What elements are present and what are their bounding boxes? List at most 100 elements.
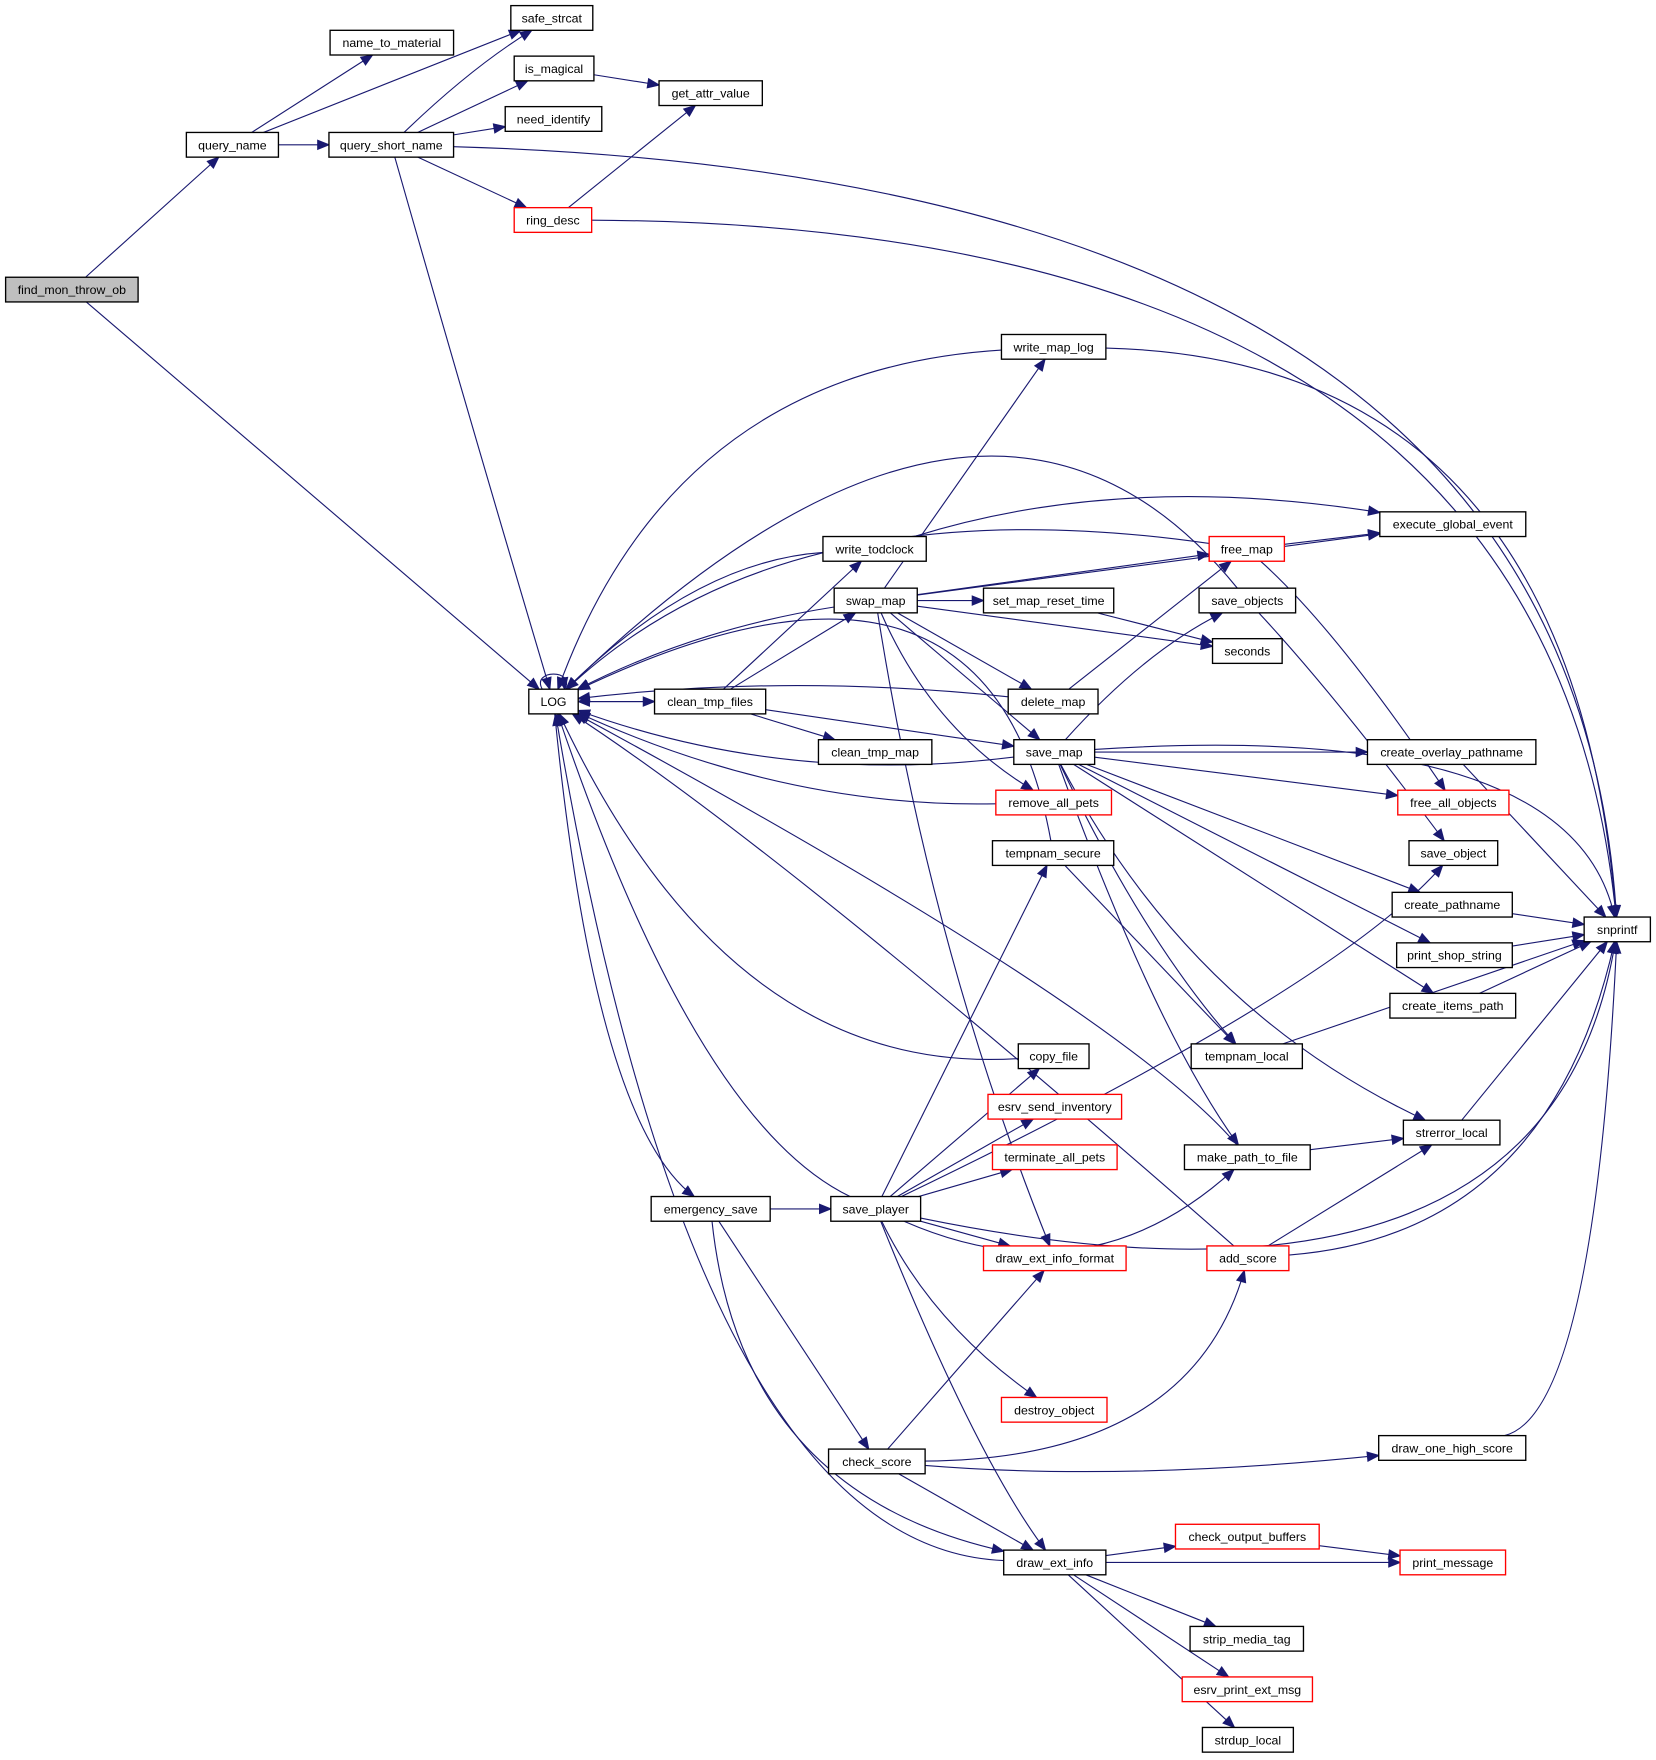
node-label: strip_media_tag	[1203, 1632, 1291, 1646]
node-save-player[interactable]: save_player	[830, 1195, 922, 1222]
node-box	[1391, 891, 1513, 918]
edge-ring_desc-to-get_attr_value-arrowhead	[682, 104, 697, 118]
edge-ring_desc-to-get_attr_value	[567, 105, 696, 209]
node-write-todclock[interactable]: write_todclock	[822, 535, 927, 562]
node-label: draw_one_high_score	[1392, 1441, 1513, 1455]
node-free-map[interactable]: free_map	[1208, 535, 1286, 562]
node-box	[822, 535, 927, 562]
node-create-pathname[interactable]: create_pathname	[1391, 891, 1513, 918]
node-draw-one-high-score[interactable]: draw_one_high_score	[1378, 1434, 1527, 1461]
node-query-short-name[interactable]: query_short_name	[328, 131, 455, 158]
node-get-attr-value[interactable]: get_attr_value	[658, 80, 763, 107]
edge-emergency_save-to-check_score	[718, 1220, 870, 1450]
node-need-identify[interactable]: need_identify	[504, 105, 603, 132]
node-draw-ext-info[interactable]: draw_ext_info	[1003, 1549, 1107, 1576]
node-label: query_name	[198, 138, 267, 152]
edge-make_path_to_file-to-strerror_local-arrowhead	[1391, 1134, 1405, 1146]
node-emergency-save[interactable]: emergency_save	[650, 1195, 771, 1222]
edge-query_name-to-safe_strcat-arrowhead	[507, 29, 523, 40]
node-strerror-local[interactable]: strerror_local	[1402, 1119, 1501, 1146]
edge-tempnam_local-to-snprintf-arrowhead	[1571, 939, 1586, 950]
node-esrv-send-inventory[interactable]: esrv_send_inventory	[987, 1093, 1123, 1120]
node-check-score[interactable]: check_score	[827, 1448, 926, 1475]
node-box	[653, 688, 767, 715]
node-name-to-material[interactable]: name_to_material	[329, 29, 455, 56]
node-query-name[interactable]: query_name	[185, 131, 280, 158]
edge-check_output_buffers-to-print_message-arrowhead	[1387, 1549, 1402, 1560]
node-free-all-objects[interactable]: free_all_objects	[1397, 789, 1510, 816]
node-set-map-reset-time[interactable]: set_map_reset_time	[982, 587, 1115, 614]
edge-swap_map-to-seconds	[917, 605, 1213, 647]
node-box	[1389, 992, 1517, 1019]
node-is-magical[interactable]: is_magical	[513, 55, 595, 82]
node-save-object[interactable]: save_object	[1408, 840, 1499, 867]
node-find-mon-throw-ob[interactable]: find_mon_throw_ob	[4, 276, 139, 303]
node-make-path-to-file[interactable]: make_path_to_file	[1183, 1144, 1311, 1171]
node-tempnam-secure[interactable]: tempnam_secure	[991, 840, 1115, 867]
node-label: ring_desc	[526, 213, 579, 227]
node-print-shop-string[interactable]: print_shop_string	[1395, 942, 1513, 969]
node-write-map-log[interactable]: write_map_log	[1000, 333, 1107, 360]
node-check-output-buffers[interactable]: check_output_buffers	[1174, 1523, 1320, 1550]
edge-find_mon_throw_ob-to-LOG-arrowhead	[526, 677, 541, 691]
node-destroy-object[interactable]: destroy_object	[1000, 1396, 1108, 1423]
node-create-overlay-pathname[interactable]: create_overlay_pathname	[1366, 739, 1537, 766]
edge-query_name-to-name_to_material-arrowhead	[359, 54, 374, 66]
edge-add_score-to-LOG	[572, 713, 1235, 1247]
node-draw-ext-info-format[interactable]: draw_ext_info_format	[982, 1245, 1127, 1272]
node-copy-file[interactable]: copy_file	[1017, 1043, 1090, 1070]
edge-query_short_name-to-ring_desc-arrowhead	[513, 197, 528, 209]
node-box	[1017, 1043, 1090, 1070]
edge-emergency_save-to-draw_ext_info-arrowhead	[991, 1543, 1006, 1554]
node-ring-desc[interactable]: ring_desc	[513, 206, 593, 234]
edge-save_player-to-make_path_to_file-arrowhead	[1221, 1168, 1235, 1182]
edge-write_todclock-to-execute_global_event	[913, 496, 1380, 538]
edge-save_map-to-create_items_path	[1073, 763, 1434, 994]
node-strip-media-tag[interactable]: strip_media_tag	[1189, 1625, 1305, 1652]
edge-tempnam_secure-to-LOG	[577, 618, 1052, 841]
node-seconds[interactable]: seconds	[1211, 638, 1283, 665]
node-terminate-all-pets[interactable]: terminate_all_pets	[991, 1144, 1118, 1171]
node-create-items-path[interactable]: create_items_path	[1389, 992, 1517, 1019]
node-strdup-local[interactable]: strdup_local	[1201, 1726, 1295, 1753]
edge-query_short_name-to-ring_desc	[417, 156, 527, 209]
node-box	[328, 131, 455, 158]
edge-print_shop_string-to-snprintf-arrowhead	[1571, 931, 1586, 942]
edge-swap_map-to-execute_global_event	[917, 533, 1380, 596]
node-esrv-print-ext-msg[interactable]: esrv_print_ext_msg	[1181, 1676, 1314, 1703]
edge-check_score-to-add_score	[925, 1270, 1245, 1462]
edge-strerror_local-to-snprintf	[1461, 941, 1608, 1121]
node-box	[830, 1195, 922, 1222]
node-delete-map[interactable]: delete_map	[1007, 688, 1099, 715]
edge-write_map_log-to-snprintf	[1105, 347, 1617, 918]
node-LOG[interactable]: LOG	[528, 688, 579, 715]
node-save-map[interactable]: save_map	[1013, 739, 1096, 766]
edge-save_map-to-create_pathname	[1086, 763, 1421, 893]
edge-save_map-to-create_overlay_pathname-arrowhead	[1355, 746, 1369, 758]
edge-save_player-to-destroy_object-arrowhead	[1023, 1386, 1038, 1399]
edge-write_todclock-to-execute_global_event-arrowhead	[1367, 505, 1382, 516]
edge-LOG-to-emergency_save-arrowhead	[681, 1185, 696, 1198]
node-box	[1181, 1676, 1314, 1703]
node-execute-global-event[interactable]: execute_global_event	[1379, 511, 1527, 538]
node-safe-strcat[interactable]: safe_strcat	[510, 4, 594, 31]
edge-copy_file-to-LOG	[558, 713, 1019, 1061]
edge-draw_one_high_score-to-snprintf-arrowhead	[1610, 940, 1622, 954]
node-clean-tmp-files[interactable]: clean_tmp_files	[653, 688, 767, 715]
edge-save_player-to-save_object-arrowhead	[1430, 864, 1444, 878]
edge-save_map-to-make_path_to_file	[1058, 764, 1239, 1146]
node-box	[991, 840, 1115, 867]
node-label: draw_ext_info	[1016, 1556, 1093, 1570]
node-tempnam-local[interactable]: tempnam_local	[1190, 1043, 1304, 1070]
node-save-objects[interactable]: save_objects	[1198, 587, 1297, 614]
node-snprintf[interactable]: snprintf	[1583, 916, 1652, 943]
node-clean-tmp-map[interactable]: clean_tmp_map	[817, 739, 933, 766]
node-swap-map[interactable]: swap_map	[833, 587, 918, 614]
edge-write_map_log-to-LOG	[557, 349, 1002, 690]
edge-make_path_to_file-to-LOG	[575, 713, 1238, 1146]
node-remove-all-pets[interactable]: remove_all_pets	[995, 789, 1113, 816]
node-label: strerror_local	[1416, 1126, 1488, 1140]
node-print-message[interactable]: print_message	[1399, 1549, 1507, 1576]
node-add-score[interactable]: add_score	[1206, 1245, 1290, 1272]
node-label: free_all_objects	[1410, 796, 1496, 810]
